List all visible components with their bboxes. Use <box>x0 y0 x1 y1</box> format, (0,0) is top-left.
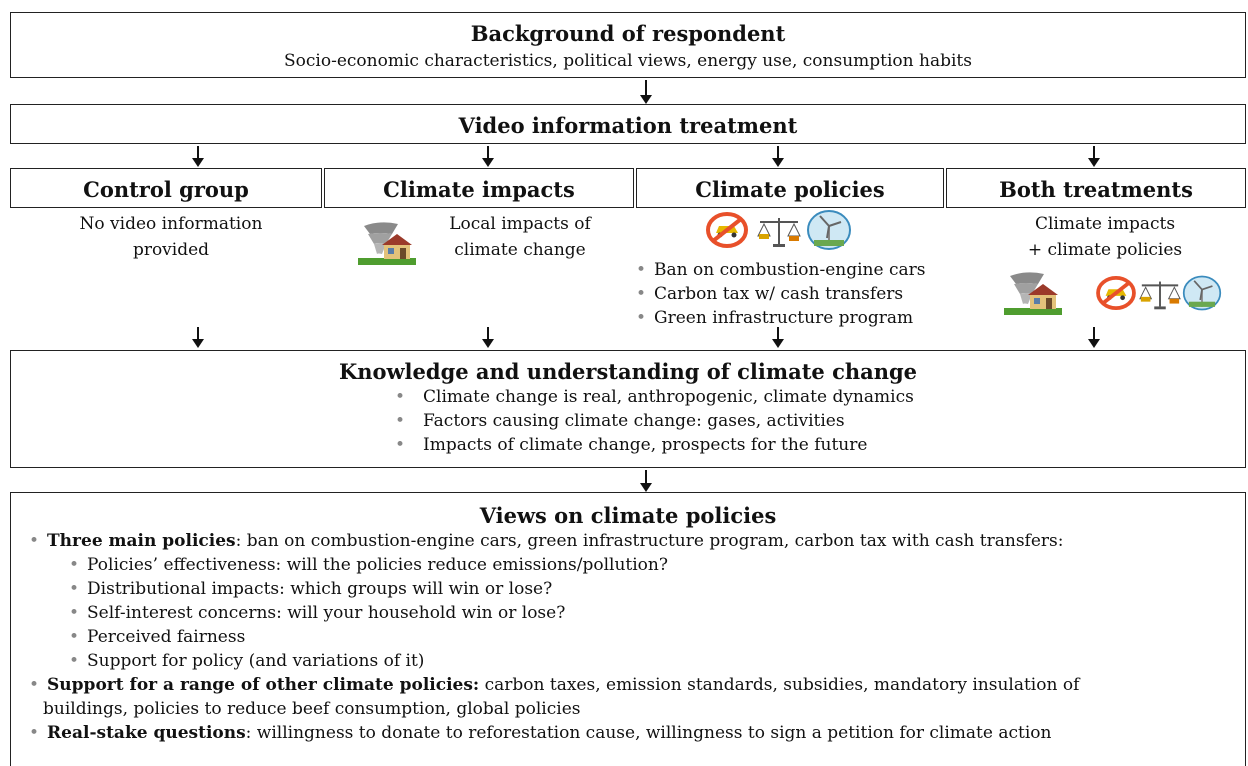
background-subtitle: Socio-economic characteristics, politica… <box>284 51 972 71</box>
knowledge-title: Knowledge and understanding of climate c… <box>338 359 918 384</box>
control-group-box: Control group <box>10 168 322 208</box>
views-other-policies: •Support for a range of other climate po… <box>29 675 1080 695</box>
background-box: Background of respondent Socio-economic … <box>10 12 1246 78</box>
knowledge-item-text: Climate change is real, anthropogenic, c… <box>423 387 914 407</box>
policy-item-text: Green infrastructure program <box>654 308 914 328</box>
policy-item-text: Carbon tax w/ cash transfers <box>654 284 904 304</box>
views-box: Views on climate policies •Three main po… <box>10 492 1246 766</box>
both-treatments-box: Both treatments <box>946 168 1246 208</box>
climate-policies-title: Climate policies <box>695 177 885 202</box>
views-other-policies-bold: Support for a range of other climate pol… <box>47 675 480 695</box>
both-treatments-text-1: Climate impacts <box>1034 214 1176 234</box>
views-sub-list: •Policies’ effectiveness: will the polic… <box>69 553 1169 673</box>
arrow-treatment-impacts <box>482 146 494 167</box>
climate-impacts-box: Climate impacts <box>324 168 634 208</box>
arrow-knowledge-views <box>640 470 652 492</box>
knowledge-item: •Factors causing climate change: gases, … <box>395 411 845 431</box>
both-treatments-text-2: + climate policies <box>1027 240 1183 260</box>
views-real-stake-text: : willingness to donate to reforestation… <box>245 723 1052 743</box>
arrow-impacts-knowledge <box>482 327 494 348</box>
policy-item: •Green infrastructure program <box>636 308 914 328</box>
knowledge-box: Knowledge and understanding of climate c… <box>10 350 1246 468</box>
arrow-control-knowledge <box>192 327 204 348</box>
policy-item-text: Ban on combustion-engine cars <box>654 260 926 280</box>
background-title: Background of respondent <box>470 21 786 46</box>
views-sub-item: •Perceived fairness <box>69 627 246 647</box>
control-group-text-2: provided <box>132 240 210 260</box>
balance-scale-icon <box>756 214 802 248</box>
climate-impacts-text-1: Local impacts of <box>449 214 591 234</box>
tornado-house-icon <box>358 220 416 266</box>
wind-turbine-icon <box>1182 274 1222 312</box>
arrow-both-knowledge <box>1088 327 1100 348</box>
views-sub-item-text: Support for policy (and variations of it… <box>87 651 425 671</box>
tornado-house-icon <box>1004 270 1062 316</box>
arrow-background-treatment <box>640 80 652 104</box>
views-other-policies-text: carbon taxes, emission standards, subsid… <box>479 675 1080 695</box>
views-title: Views on climate policies <box>479 503 777 528</box>
views-real-stake: •Real-stake questions: willingness to do… <box>29 723 1052 743</box>
policy-item: •Ban on combustion-engine cars <box>636 260 926 280</box>
views-sub-item-text: Policies’ effectiveness: will the polici… <box>87 555 668 575</box>
views-main-policies: •Three main policies: ban on combustion-… <box>29 531 1064 551</box>
no-car-icon <box>706 212 748 248</box>
policy-item: •Carbon tax w/ cash transfers <box>636 284 904 304</box>
no-car-icon <box>1096 276 1136 310</box>
control-group-text-1: No video information <box>79 214 263 234</box>
views-sub-item-text: Self-interest concerns: will your househ… <box>87 603 566 623</box>
climate-impacts-text-2: climate change <box>454 240 586 260</box>
views-sub-item: •Self-interest concerns: will your house… <box>69 603 566 623</box>
climate-policies-box: Climate policies <box>636 168 944 208</box>
climate-policies-list: •Ban on combustion-engine cars •Carbon t… <box>636 258 966 330</box>
views-real-stake-bold: Real-stake questions <box>47 723 246 743</box>
knowledge-list: •Climate change is real, anthropogenic, … <box>395 385 1095 457</box>
climate-impacts-title: Climate impacts <box>383 177 575 202</box>
knowledge-item-text: Impacts of climate change, prospects for… <box>423 435 868 455</box>
views-sub-item: •Distributional impacts: which groups wi… <box>69 579 553 599</box>
knowledge-item-text: Factors causing climate change: gases, a… <box>423 411 845 431</box>
arrow-treatment-control <box>192 146 204 167</box>
views-sub-item-text: Perceived fairness <box>87 627 246 647</box>
views-sub-item: •Support for policy (and variations of i… <box>69 651 425 671</box>
treatment-box: Video information treatment <box>10 104 1246 144</box>
both-treatments-title: Both treatments <box>999 177 1193 202</box>
treatment-title: Video information treatment <box>458 113 798 138</box>
knowledge-item: •Impacts of climate change, prospects fo… <box>395 435 868 455</box>
views-sub-item-text: Distributional impacts: which groups wil… <box>87 579 553 599</box>
views-main-policies-bold: Three main policies <box>47 531 236 551</box>
arrow-treatment-both <box>1088 146 1100 167</box>
control-group-title: Control group <box>83 177 249 202</box>
balance-scale-icon <box>1138 276 1182 312</box>
views-other-policies-cont: buildings, policies to reduce beef consu… <box>43 699 581 719</box>
views-main-policies-text: : ban on combustion-engine cars, green i… <box>235 531 1064 551</box>
knowledge-item: •Climate change is real, anthropogenic, … <box>395 387 914 407</box>
arrow-treatment-policies <box>772 146 784 167</box>
arrow-policies-knowledge <box>772 327 784 348</box>
views-sub-item: •Policies’ effectiveness: will the polic… <box>69 555 668 575</box>
wind-turbine-icon <box>806 210 852 250</box>
